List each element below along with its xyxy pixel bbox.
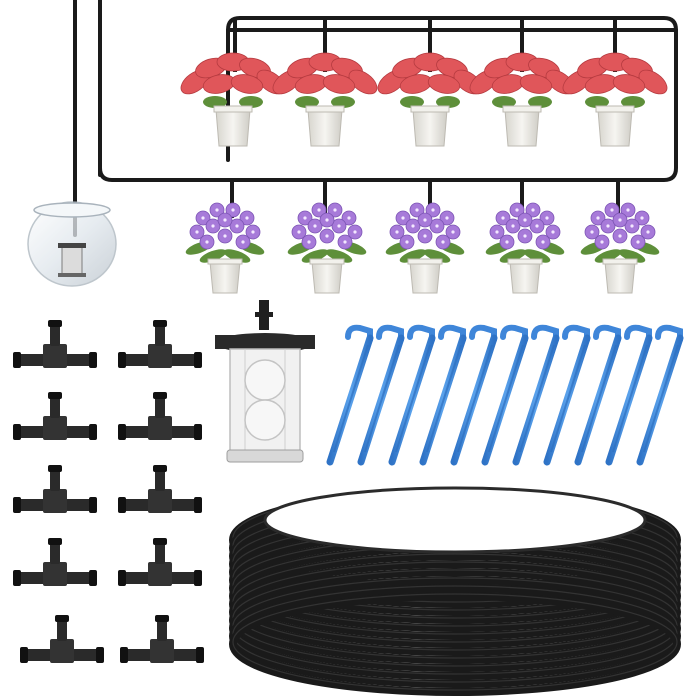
hanging-red-plant-icon	[377, 52, 483, 147]
tee-connector-icon	[13, 392, 97, 440]
hanging-red-plant-icon	[180, 52, 286, 147]
glass-bowl-filter-icon	[27, 201, 117, 287]
tee-connector-icon	[20, 615, 104, 663]
hanging-purple-flower-icon	[485, 202, 565, 294]
drip-stake-icon	[388, 324, 436, 466]
tee-connector-icon	[120, 615, 204, 663]
drip-frame-icon	[73, 0, 678, 237]
drip-stake-icon	[326, 324, 374, 466]
red-plants-row	[180, 52, 668, 147]
coil-center	[265, 488, 645, 552]
drip-stake-icon	[543, 324, 591, 466]
tee-connector-icon	[118, 538, 202, 586]
drip-stake-icon	[574, 324, 622, 466]
tee-connector-icon	[118, 392, 202, 440]
drip-stake-icon	[636, 324, 684, 466]
drip-stake-icon	[605, 324, 653, 466]
tee-connector-icon	[118, 320, 202, 368]
hanging-red-plant-icon	[469, 52, 575, 147]
drip-stakes-group	[326, 324, 684, 466]
water-filter-icon	[215, 300, 315, 463]
tubing-coil-icon	[229, 486, 681, 696]
purple-flowers-row	[185, 202, 660, 294]
hanging-purple-flower-icon	[185, 202, 265, 294]
tee-connector-icon	[118, 465, 202, 513]
tee-connector-icon	[13, 465, 97, 513]
tee-connector-icon	[13, 538, 97, 586]
hanging-red-plant-icon	[272, 52, 378, 147]
hanging-purple-flower-icon	[580, 202, 660, 294]
hanging-red-plant-icon	[562, 52, 668, 147]
drip-stake-icon	[512, 324, 560, 466]
drip-stake-icon	[481, 324, 529, 466]
drip-stake-icon	[450, 324, 498, 466]
hanging-purple-flower-icon	[287, 202, 367, 294]
drip-stake-icon	[419, 324, 467, 466]
bottom-hangers	[230, 180, 620, 218]
tee-connectors-group	[13, 320, 204, 663]
tee-connector-icon	[13, 320, 97, 368]
drip-stake-icon	[357, 324, 405, 466]
hanging-purple-flower-icon	[385, 202, 465, 294]
